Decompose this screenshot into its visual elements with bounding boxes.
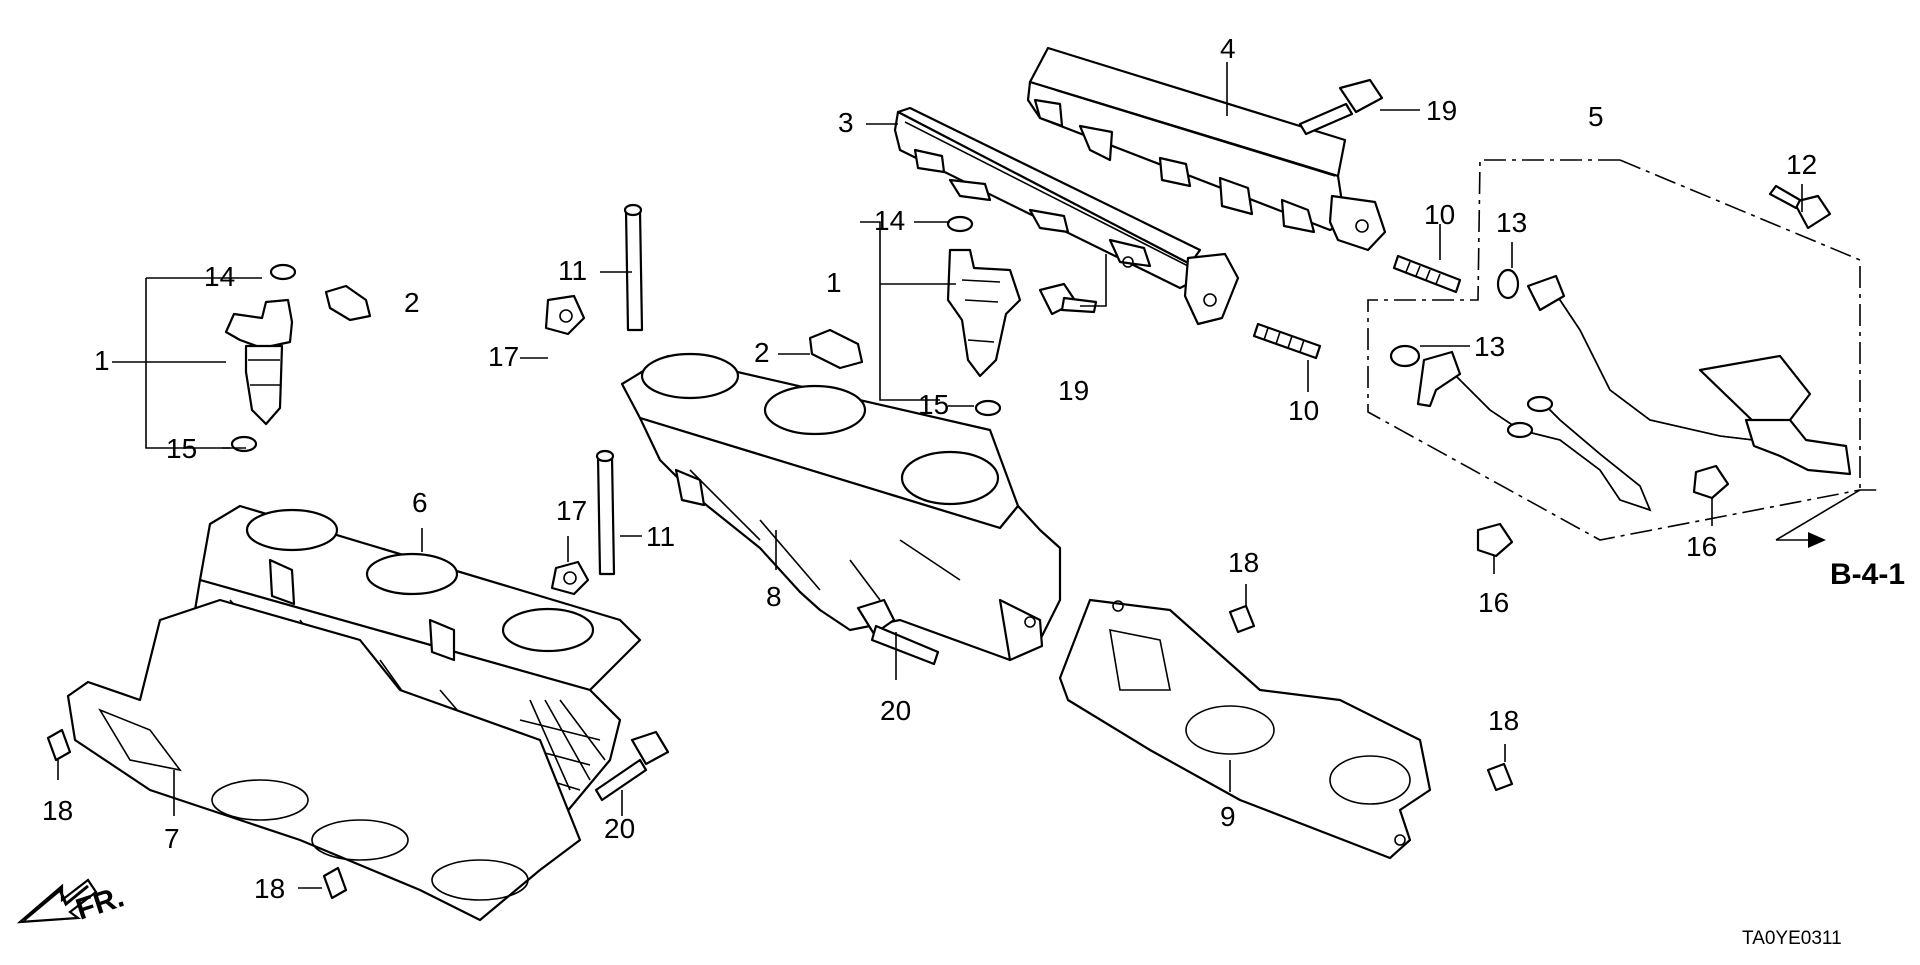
callout-18: 18 [254, 873, 285, 904]
stud-10-upper [1392, 254, 1462, 294]
callout-12: 12 [1786, 149, 1817, 180]
stud-11-left-lower [595, 449, 616, 576]
nut-16-left [1476, 522, 1514, 558]
callout-4: 4 [1220, 33, 1236, 64]
callout-17: 17 [488, 341, 519, 372]
bolt-20-left [594, 730, 670, 802]
callout-18: 18 [1488, 705, 1519, 736]
bolt-19-upper [1298, 78, 1384, 136]
callout-18: 18 [42, 795, 73, 826]
injector-left [224, 263, 297, 453]
leader-lines [57, 62, 1803, 889]
callout-1: 1 [94, 345, 110, 376]
diagram-code: TA0YE0311 [1742, 928, 1842, 949]
callout-3: 3 [838, 107, 854, 138]
callout-numbers: 4 19 3 5 12 14 10 13 14 2 11 1 1 13 17 2… [42, 33, 1817, 904]
bolt-20-center [856, 598, 940, 666]
reference-arrow [1776, 532, 1826, 548]
nut-17-lower [550, 560, 590, 596]
intake-manifold-center [620, 352, 1062, 662]
callout-2: 2 [754, 337, 770, 368]
callout-2: 2 [404, 287, 420, 318]
callout-9: 9 [1220, 801, 1236, 832]
callout-13: 13 [1496, 207, 1527, 238]
cap-18-b [322, 866, 348, 900]
callout-19: 19 [1058, 375, 1089, 406]
callout-10: 10 [1288, 395, 1319, 426]
callout-13: 13 [1474, 331, 1505, 362]
fuel-rail-lower [893, 106, 1240, 326]
reference-label: B-4-1 [1830, 558, 1905, 591]
callout-7: 7 [164, 823, 180, 854]
injector-center [946, 215, 1022, 417]
callout-14: 14 [874, 205, 905, 236]
callout-5: 5 [1588, 101, 1604, 132]
callout-15: 15 [918, 389, 949, 420]
clip-left [324, 284, 372, 322]
callout-18: 18 [1228, 547, 1259, 578]
front-arrow [16, 878, 98, 924]
callout-11: 11 [646, 521, 675, 552]
gasket-right [1058, 598, 1432, 860]
callout-10: 10 [1424, 199, 1455, 230]
reference-dashed-path [1367, 159, 1880, 541]
cap-18-a [46, 728, 72, 762]
bolt-12 [1768, 184, 1832, 230]
o-ring-13-upper [1496, 268, 1520, 300]
callout-16: 16 [1478, 587, 1509, 618]
gasket-left [66, 598, 582, 922]
stud-11-left-upper [623, 203, 644, 332]
clip-center [808, 328, 864, 370]
cap-18-c [1228, 604, 1256, 634]
callout-14: 14 [204, 261, 235, 292]
nut-16-right [1692, 464, 1730, 500]
callout-1: 1 [826, 267, 842, 298]
fuel-rail-upper [1026, 46, 1387, 252]
callout-8: 8 [766, 581, 782, 612]
callout-20: 20 [880, 695, 911, 726]
stud-10-lower [1252, 322, 1322, 360]
fuel-pipe-assembly [1416, 274, 1852, 512]
bolt-19-lower [1038, 282, 1098, 316]
callout-11: 11 [558, 255, 587, 286]
o-ring-13-lower [1389, 344, 1421, 368]
callout-17: 17 [556, 495, 587, 526]
callout-16: 16 [1686, 531, 1717, 562]
nut-17-upper [544, 294, 586, 336]
callout-20: 20 [604, 813, 635, 844]
cap-18-d [1486, 762, 1514, 792]
callout-6: 6 [412, 487, 428, 518]
callout-19: 19 [1426, 95, 1457, 126]
callout-15: 15 [166, 433, 197, 464]
